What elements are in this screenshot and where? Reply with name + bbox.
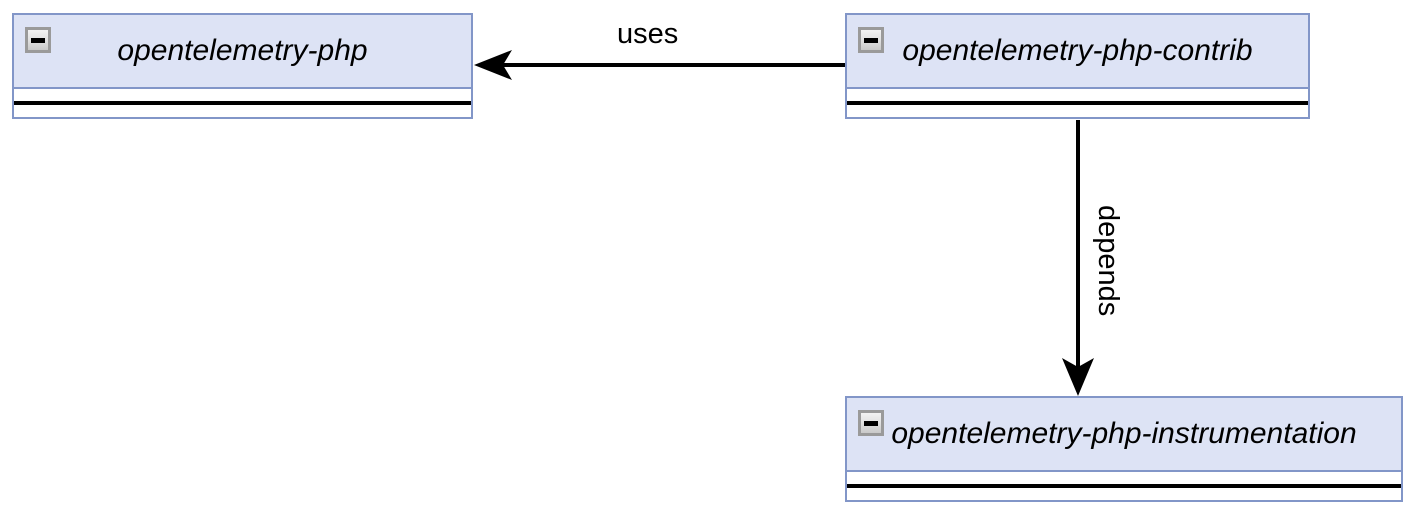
node-header: opentelemetry-php-contrib: [847, 15, 1308, 89]
minus-bar: [864, 420, 878, 426]
collapse-minus-icon[interactable]: [858, 410, 884, 436]
node-body-divider: [847, 484, 1401, 488]
uses-edge-arrowhead: [474, 50, 512, 80]
node-header: opentelemetry-php-instrumentation: [847, 398, 1401, 472]
node-body: [14, 89, 471, 117]
uses-edge-label: uses: [617, 18, 679, 50]
node-body: [847, 472, 1401, 500]
node-header: opentelemetry-php: [14, 15, 471, 89]
node-title: opentelemetry-php-instrumentation: [891, 417, 1357, 450]
node-opentelemetry-php[interactable]: opentelemetry-php: [12, 13, 473, 119]
minus-bar: [31, 37, 45, 43]
node-body-divider: [847, 101, 1308, 105]
collapse-minus-icon[interactable]: [858, 27, 884, 53]
node-title: opentelemetry-php-contrib: [902, 34, 1253, 67]
node-opentelemetry-php-instrumentation[interactable]: opentelemetry-php-instrumentation: [845, 396, 1403, 502]
node-body: [847, 89, 1308, 117]
depends-edge-label: depends: [1092, 205, 1124, 317]
minus-bar: [864, 37, 878, 43]
node-title: opentelemetry-php: [117, 34, 368, 67]
collapse-minus-icon[interactable]: [25, 27, 51, 53]
node-body-divider: [14, 101, 471, 105]
depends-edge-arrowhead: [1062, 358, 1094, 396]
node-opentelemetry-php-contrib[interactable]: opentelemetry-php-contrib: [845, 13, 1310, 119]
